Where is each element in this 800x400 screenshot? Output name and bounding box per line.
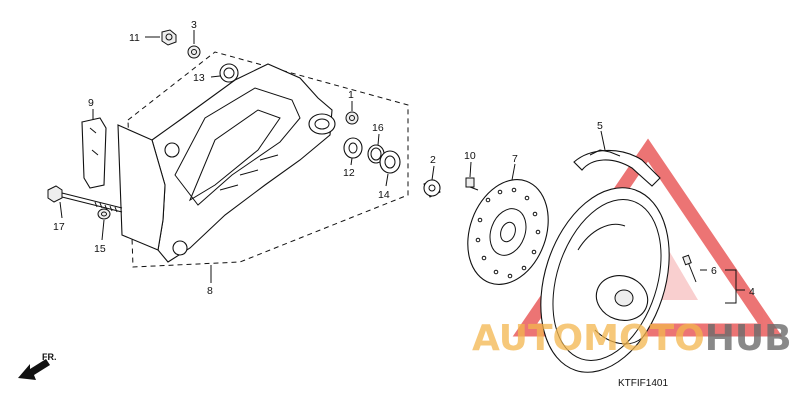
watermark-auto: AUTO — [472, 318, 583, 359]
callout-8: 8 — [207, 285, 213, 297]
part-14-oil-seal — [379, 150, 401, 174]
part-17-bolt — [47, 185, 123, 213]
part-5-hub-cover — [573, 149, 661, 187]
callout-13: 13 — [193, 72, 205, 84]
callout-3: 3 — [191, 19, 197, 31]
callout-6: 6 — [711, 265, 717, 277]
callout-2: 2 — [430, 154, 436, 166]
watermark-moto: MOTO — [583, 318, 705, 359]
swingarm-group-outline — [127, 51, 409, 268]
part-11-nut — [161, 29, 177, 46]
part-15-washer — [97, 208, 111, 220]
callout-9: 9 — [88, 97, 94, 109]
front-label: FR. — [42, 352, 57, 362]
callout-11: 11 — [129, 32, 140, 44]
callout-12: 12 — [343, 167, 355, 179]
leader-lines — [59, 30, 745, 304]
part-12-bearing — [343, 137, 363, 159]
part-13-bearing — [219, 63, 239, 83]
callout-7: 7 — [512, 153, 518, 165]
part-1-bush — [345, 111, 359, 125]
part-2-collar — [423, 179, 441, 198]
callout-labels: 11 3 13 1 9 16 12 14 2 10 7 5 17 15 8 6 … — [53, 19, 755, 298]
part-4-rear-wheel — [540, 187, 670, 373]
callout-16: 16 — [372, 122, 384, 134]
part-3-collar — [187, 45, 201, 59]
part-9-plate — [81, 117, 107, 189]
swingarm-side-plate — [117, 124, 166, 251]
part-7-brake-disc — [467, 179, 549, 285]
watermark-hub: HUB — [705, 318, 792, 359]
part-10-bolt — [465, 177, 479, 191]
diagram-code: KTFIF1401 — [618, 378, 668, 389]
svg-text:AUTOMOTOHUB: AUTOMOTOHUB — [472, 318, 792, 359]
watermark-text: AUTOMOTOHUB — [472, 318, 792, 359]
callout-1: 1 — [348, 89, 354, 101]
part-6-valve — [682, 254, 697, 283]
callout-17: 17 — [53, 221, 65, 233]
callout-10: 10 — [464, 150, 476, 162]
callout-4: 4 — [749, 286, 755, 298]
callout-14: 14 — [378, 189, 390, 201]
callout-15: 15 — [94, 243, 106, 255]
front-arrow-icon: FR. — [18, 352, 57, 380]
callout-5: 5 — [597, 120, 603, 132]
swingarm-body — [151, 63, 336, 263]
